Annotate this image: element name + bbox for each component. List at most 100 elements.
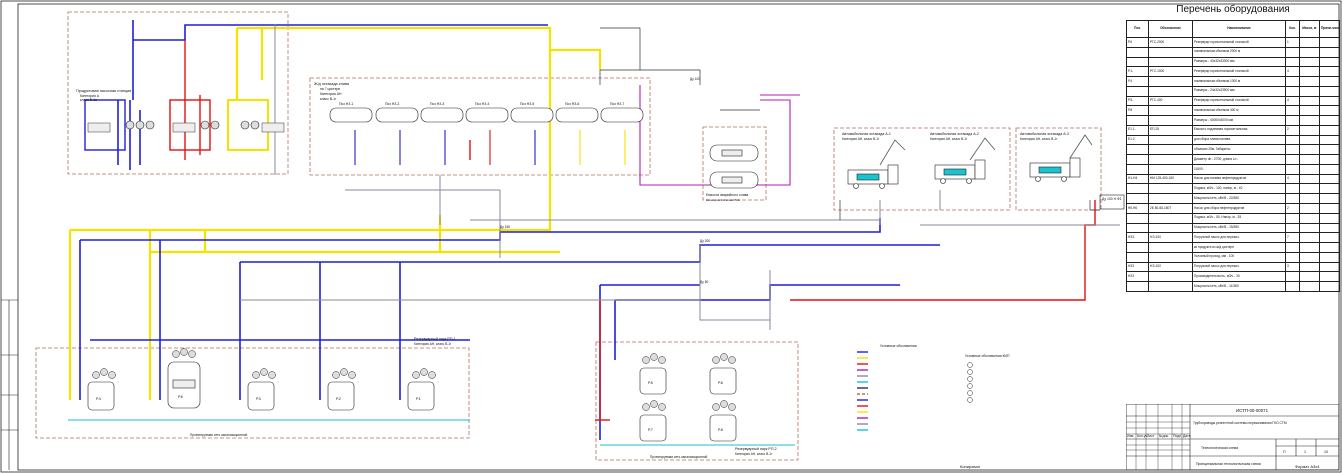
equipment-cell: Условный проход, мм - 100 bbox=[1192, 251, 1286, 263]
pump-frame-2 bbox=[169, 99, 211, 151]
equipment-cell bbox=[1148, 242, 1193, 253]
equipment-row: объемом 25м. Габариты: bbox=[1126, 144, 1340, 156]
truck-rack-2-sub: Категория АН, класс В-1г bbox=[930, 137, 968, 141]
equipment-cell: НЗ3- bbox=[1126, 232, 1149, 244]
zone-pump-station bbox=[67, 11, 289, 175]
equipment-cell bbox=[1285, 56, 1300, 68]
pipe-label-1: Ду 100 bbox=[690, 77, 700, 81]
equipment-cell bbox=[1285, 105, 1300, 117]
equipment-cell bbox=[1299, 95, 1320, 107]
equipment-cell bbox=[1285, 183, 1300, 195]
equipment-cell: 4 bbox=[1285, 95, 1300, 107]
equipment-cell: для сбора слива налива bbox=[1192, 134, 1286, 146]
equipment-cell bbox=[1299, 66, 1320, 78]
tank-park-2-vessels bbox=[639, 367, 737, 442]
equipment-cell bbox=[1285, 76, 1300, 87]
zone-rail-rack bbox=[309, 77, 651, 176]
equipment-cell: Резервуар горизонтальный стальной bbox=[1192, 66, 1286, 78]
equipment-cell bbox=[1299, 105, 1320, 117]
tank-p5-label: Р.5 bbox=[648, 381, 653, 385]
equipment-cell: 3 bbox=[1285, 261, 1300, 273]
equipment-cell bbox=[1319, 193, 1340, 205]
equipment-cell: РГС-400 bbox=[1148, 95, 1193, 107]
equipment-cell: Подача, м3/ч - 100, напор, м - 40 bbox=[1192, 183, 1286, 195]
equipment-cell bbox=[1299, 173, 1320, 185]
equipment-cell bbox=[1126, 242, 1149, 253]
equipment-cell: 1 bbox=[1285, 37, 1300, 48]
equipment-cell bbox=[1148, 144, 1193, 156]
equipment-cell bbox=[1148, 76, 1193, 87]
equipment-cell bbox=[1319, 134, 1340, 146]
tank-p4-label: Р.4 bbox=[96, 397, 101, 401]
equipment-cell bbox=[1319, 105, 1340, 117]
truck-rack-2-title: Автомобильная эстакада А-2 bbox=[930, 132, 979, 136]
equipment-row: Мощность/сеть, кВт/B - 22/380 bbox=[1126, 193, 1340, 205]
equipment-cell bbox=[1319, 173, 1340, 185]
equipment-cell bbox=[1148, 193, 1193, 205]
equipment-cell bbox=[1148, 183, 1193, 195]
equipment-cell bbox=[1319, 203, 1340, 214]
legend-kip-title: Условные обозначения КИП bbox=[965, 354, 1010, 358]
tank-p7-label: Р.7 bbox=[648, 428, 653, 432]
underground-title: Емкости аварийного слива bbox=[706, 193, 748, 197]
equipment-cell bbox=[1148, 115, 1193, 126]
equipment-column-header: Масса, кг bbox=[1299, 20, 1320, 38]
underground-sub1: Категория АН класс В-1г bbox=[706, 198, 740, 202]
equipment-row: номинальным объемом 2000 м bbox=[1126, 46, 1340, 58]
tanker-trucks bbox=[847, 157, 1081, 189]
rail-rack-title: Ж/д эстакада слива bbox=[314, 82, 350, 86]
equipment-cell: Р.5- bbox=[1126, 95, 1149, 107]
rail-tank-cars bbox=[329, 107, 644, 123]
rail-tank-label-1: Поз НЗ-1 bbox=[339, 102, 353, 106]
equipment-cell bbox=[1285, 271, 1300, 283]
equipment-cell bbox=[1319, 261, 1340, 273]
equipment-cell bbox=[1319, 115, 1340, 126]
equipment-cell bbox=[1299, 251, 1320, 263]
zone-underground bbox=[702, 126, 767, 201]
equipment-cell bbox=[1126, 154, 1149, 165]
equipment-cell: объемом 25м. Габариты: bbox=[1192, 144, 1286, 156]
equipment-cell bbox=[1126, 56, 1149, 68]
equipment-cell bbox=[1299, 134, 1320, 146]
copied-label: Копировал bbox=[960, 464, 981, 469]
equipment-cell bbox=[1148, 163, 1193, 175]
equipment-cell bbox=[1299, 193, 1320, 205]
pump-station-equipment bbox=[84, 99, 285, 151]
equipment-row: Подача, м3/ч - 50, Напор, м - 35 bbox=[1126, 212, 1340, 224]
equipment-cell: Р.4 bbox=[1126, 76, 1149, 87]
equipment-cell bbox=[1319, 56, 1340, 68]
equipment-cell bbox=[1285, 222, 1300, 234]
equipment-cell: Мощность/сеть, кВт/В - 11/380 bbox=[1192, 281, 1286, 292]
stamp-col-1: Изм. bbox=[1127, 434, 1134, 438]
legend-kip-symbols bbox=[967, 362, 973, 403]
legend-title: Условные обозначения bbox=[880, 344, 917, 348]
equipment-cell: Размеры - 40000х3000 мм bbox=[1192, 115, 1286, 126]
tank-p6b-label: Р.6 bbox=[718, 381, 723, 385]
equipment-cell bbox=[1285, 212, 1300, 224]
pipe-label-2: Ду 150 bbox=[500, 225, 510, 229]
tank-park-1-fittings bbox=[92, 348, 436, 379]
equipment-cell: Размеры - 40х32х33000 мм bbox=[1192, 56, 1286, 68]
equipment-cell bbox=[1126, 163, 1149, 175]
equipment-cell bbox=[1148, 56, 1193, 68]
equipment-cell: Погружной насос для перекач- bbox=[1192, 232, 1286, 244]
equipment-cell: Р.6 bbox=[1126, 37, 1149, 48]
equipment-row: ки продукта из ж/д цистерн bbox=[1126, 242, 1340, 253]
stamp-stage: П bbox=[1283, 450, 1286, 454]
pump-frame-1 bbox=[84, 99, 126, 151]
stamp-col-2: Кол.уч. bbox=[1137, 434, 1148, 438]
stamp-subtitle: Технологическая схема bbox=[1201, 446, 1238, 450]
equipment-column-header: Поз. bbox=[1126, 20, 1149, 38]
equipment-cell bbox=[1319, 144, 1340, 156]
tank-p1-label: Р.1 bbox=[416, 397, 421, 401]
equipment-cell bbox=[1285, 85, 1300, 97]
stamp-col-4: №док. bbox=[1159, 434, 1169, 438]
tank-park-1-vessels bbox=[87, 361, 435, 411]
yellow-pipelines bbox=[68, 26, 602, 400]
black-pipelines bbox=[599, 27, 1100, 220]
